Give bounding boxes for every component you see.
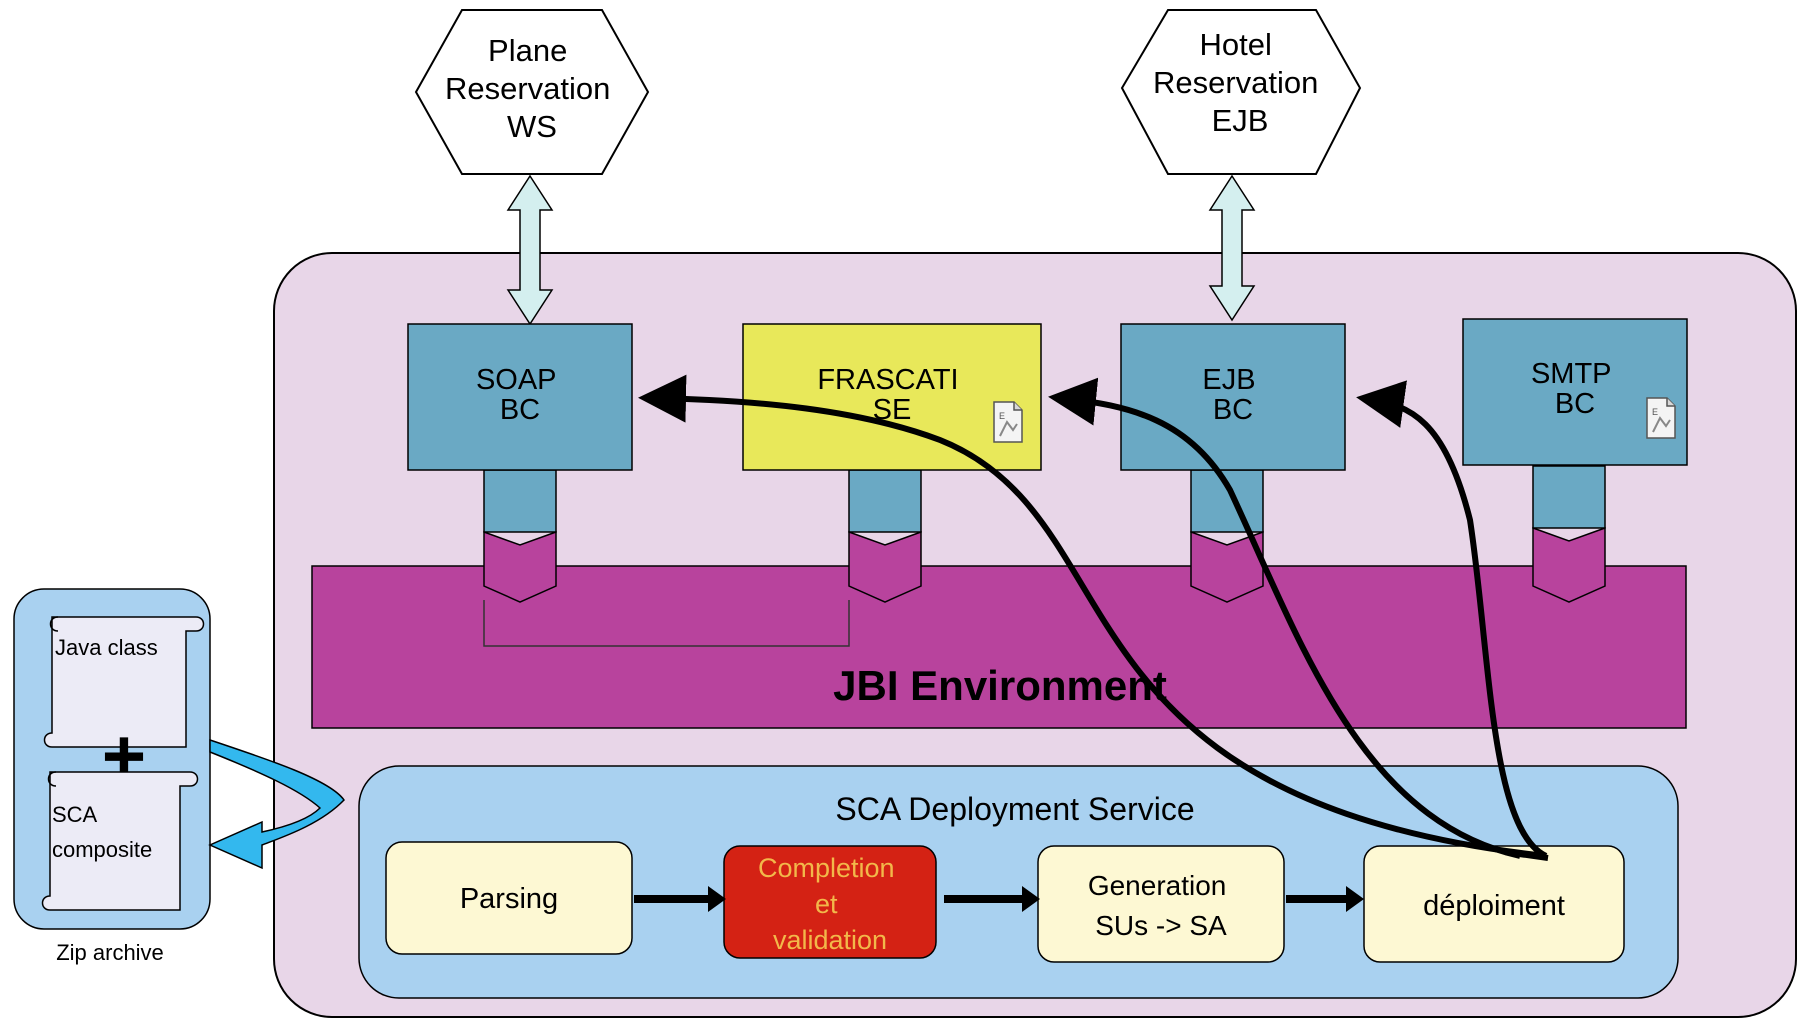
deploiement-label: déploiment: [1423, 890, 1565, 922]
ejb-line-1: EJB: [1202, 364, 1255, 396]
plane-line-1: Plane: [488, 33, 567, 68]
svg-text:SMTP BC: SMTP BC: [1531, 358, 1619, 420]
hotel-ejb-double-arrow: [1208, 174, 1256, 322]
sca-deployment-service-title: SCA Deployment Service: [835, 791, 1194, 827]
deploy-to-frascati-arrow: [1048, 377, 1521, 859]
ejb-line-2: BC: [1213, 394, 1253, 426]
binding-bracket: [483, 600, 850, 647]
soap-connector: [483, 469, 557, 603]
jbi-environment-label: JBI Environment: [833, 662, 1167, 709]
deployment-arrows: [638, 374, 1549, 861]
zip-to-sca-arrow: [208, 738, 345, 870]
soap-bc-box: SOAP BC: [407, 323, 633, 471]
step-generation: Generation SUs -> SA: [1037, 845, 1285, 963]
soap-line-2: BC: [500, 394, 540, 426]
smtp-line-2: BC: [1555, 388, 1595, 420]
svg-text:Plane Reservation: Plane Reservation WS: [445, 33, 619, 144]
plane-line-3: WS: [507, 109, 557, 144]
completion-line-3: validation: [773, 925, 887, 955]
sca-composite-scroll: SCA composite: [41, 771, 199, 911]
java-class-label: Java class: [55, 635, 158, 660]
hotel-line-2: Reservation: [1153, 65, 1318, 100]
parsing-label: Parsing: [460, 883, 558, 915]
sca-composite-line-2: composite: [52, 837, 152, 862]
step-parsing: Parsing: [385, 841, 633, 955]
svg-text:déploiment: déploiment: [1423, 890, 1565, 922]
ejb-bc-box: EJB BC: [1120, 323, 1346, 471]
generation-line-2: SUs -> SA: [1095, 910, 1227, 941]
document-icon: [1646, 397, 1676, 439]
deploy-base-line: [1504, 849, 1549, 861]
step-arrows: [634, 886, 1364, 912]
step-deploiement: déploiment: [1363, 845, 1625, 963]
deploy-to-ejb-arrow: [1356, 380, 1548, 859]
sca-deployment-service-panel: [358, 765, 1679, 999]
hotel-reservation-ejb-node: Hotel Reservation EJB: [1120, 9, 1362, 175]
svg-text:SCA composite: SCA composite: [52, 802, 152, 862]
frascati-se-box: FRASCATI SE: [742, 323, 1042, 471]
svg-text:Completion et vali: Completion et validation: [758, 853, 902, 955]
completion-line-2: et: [815, 889, 838, 919]
smtp-bc-box: SMTP BC: [1462, 318, 1688, 466]
soap-line-1: SOAP: [476, 364, 556, 396]
smtp-connector: [1532, 465, 1606, 603]
completion-line-1: Completion: [758, 853, 895, 883]
plane-reservation-ws-node: Plane Reservation WS: [414, 9, 650, 175]
frascati-line-1: FRASCATI: [817, 364, 958, 396]
deploy-to-soap-arrow: [638, 374, 1547, 859]
frascati-connector: [848, 469, 922, 603]
sca-composite-line-1: SCA: [52, 802, 98, 827]
java-class-scroll: Java class: [43, 616, 205, 748]
svg-text:EJB BC: EJB BC: [1202, 364, 1263, 426]
plane-line-2: Reservation: [445, 71, 610, 106]
svg-text:Parsing: Parsing: [460, 883, 558, 915]
hotel-line-3: EJB: [1212, 103, 1269, 138]
document-icon: [993, 401, 1023, 443]
smtp-line-1: SMTP: [1531, 358, 1611, 390]
svg-text:Hotel Reservation: Hotel Reservation EJB: [1153, 27, 1327, 138]
svg-text:SOAP BC: SOAP BC: [476, 364, 564, 426]
hotel-line-1: Hotel: [1200, 27, 1272, 62]
zip-archive-caption: Zip archive: [56, 940, 164, 965]
svg-text:Generation SUs -> SA: Generation SUs -> SA: [1088, 870, 1234, 941]
svg-text:FRASCATI SE: FRASCATI SE: [817, 364, 966, 426]
generation-line-1: Generation: [1088, 870, 1227, 901]
step-completion-validation: Completion et validation: [723, 845, 937, 959]
